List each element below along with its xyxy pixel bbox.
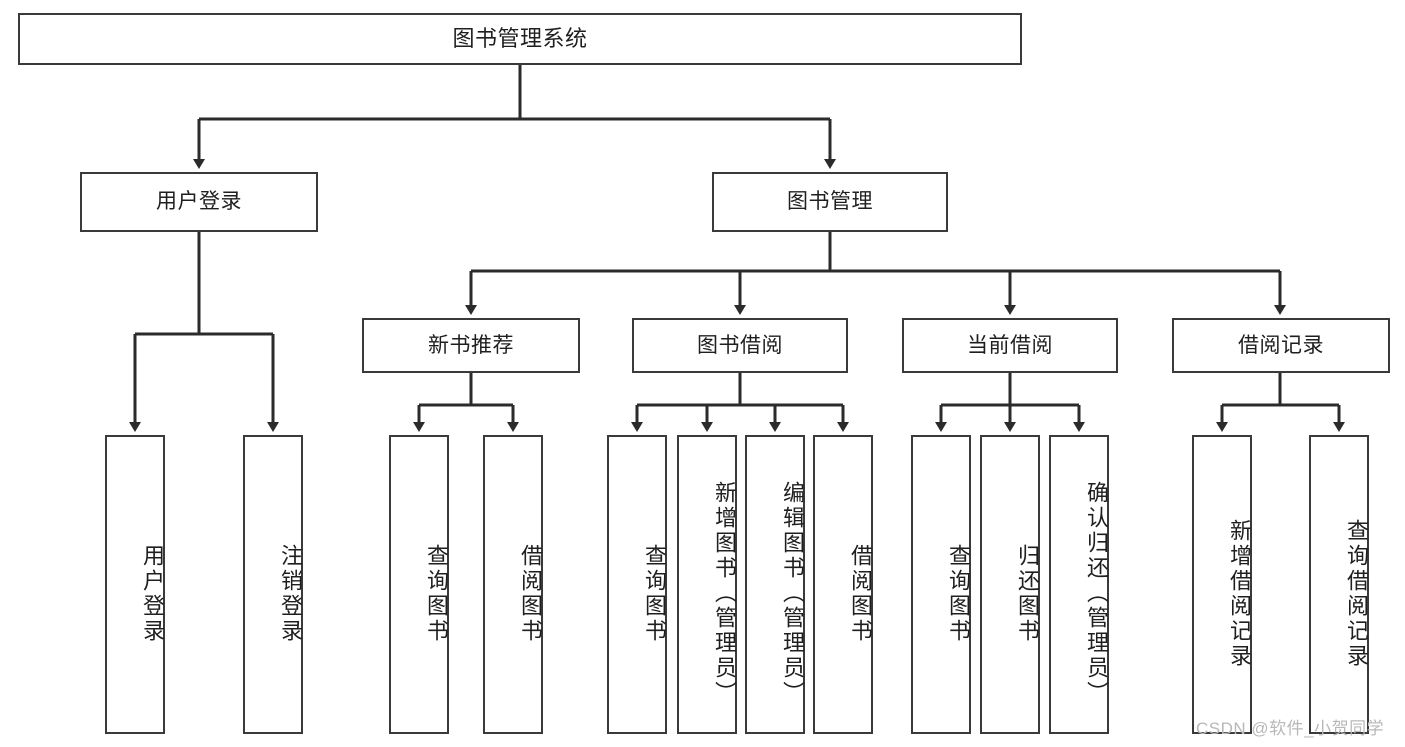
node-label: 新增图书（管理员） <box>712 481 737 706</box>
node-label: 借阅图书 <box>848 543 873 644</box>
csdn-watermark: CSDN @软件_小贺同学 <box>1196 719 1385 738</box>
node-label: 图书管理 <box>787 190 873 214</box>
node-leaf-logout[interactable]: 注销登录 <box>243 435 303 734</box>
node-leaf-confirm-return-admin[interactable]: 确认归还（管理员） <box>1049 435 1109 734</box>
node-label: 新增借阅记录 <box>1227 518 1252 669</box>
node-label: 当前借阅 <box>967 333 1053 357</box>
node-label: 用户登录 <box>140 543 165 644</box>
node-current-borrow[interactable]: 当前借阅 <box>902 318 1118 373</box>
node-leaf-return-book[interactable]: 归还图书 <box>980 435 1040 734</box>
node-label: 编辑图书（管理员） <box>780 481 805 706</box>
node-label: 查询图书 <box>642 543 667 644</box>
node-label: 查询图书 <box>946 543 971 644</box>
node-label: 新书推荐 <box>428 333 514 357</box>
node-leaf-query-borrow-record[interactable]: 查询借阅记录 <box>1309 435 1369 734</box>
node-user-login[interactable]: 用户登录 <box>80 172 318 232</box>
node-leaf-borrow-book-recommend[interactable]: 借阅图书 <box>483 435 543 734</box>
node-label: 查询图书 <box>424 543 449 644</box>
node-label: 注销登录 <box>278 543 303 644</box>
node-label: 图书管理系统 <box>452 25 588 51</box>
node-label: 查询借阅记录 <box>1344 518 1369 669</box>
node-label: 归还图书 <box>1015 543 1040 644</box>
node-root-system[interactable]: 图书管理系统 <box>18 13 1022 65</box>
node-label: 借阅图书 <box>518 543 543 644</box>
node-label: 借阅记录 <box>1238 333 1324 357</box>
node-label: 图书借阅 <box>697 333 783 357</box>
node-leaf-borrow-book[interactable]: 借阅图书 <box>813 435 873 734</box>
node-leaf-query-book-borrow[interactable]: 查询图书 <box>607 435 667 734</box>
node-leaf-query-book-recommend[interactable]: 查询图书 <box>389 435 449 734</box>
node-leaf-add-book-admin[interactable]: 新增图书（管理员） <box>677 435 737 734</box>
node-leaf-edit-book-admin[interactable]: 编辑图书（管理员） <box>745 435 805 734</box>
node-new-book-recommend[interactable]: 新书推荐 <box>362 318 580 373</box>
node-label: 用户登录 <box>156 190 242 214</box>
node-borrow-record[interactable]: 借阅记录 <box>1172 318 1390 373</box>
node-label: 确认归还（管理员） <box>1084 481 1109 706</box>
node-leaf-user-login[interactable]: 用户登录 <box>105 435 165 734</box>
node-book-management[interactable]: 图书管理 <box>712 172 948 232</box>
node-book-borrow[interactable]: 图书借阅 <box>632 318 848 373</box>
node-leaf-add-borrow-record[interactable]: 新增借阅记录 <box>1192 435 1252 734</box>
node-leaf-query-book-current[interactable]: 查询图书 <box>911 435 971 734</box>
